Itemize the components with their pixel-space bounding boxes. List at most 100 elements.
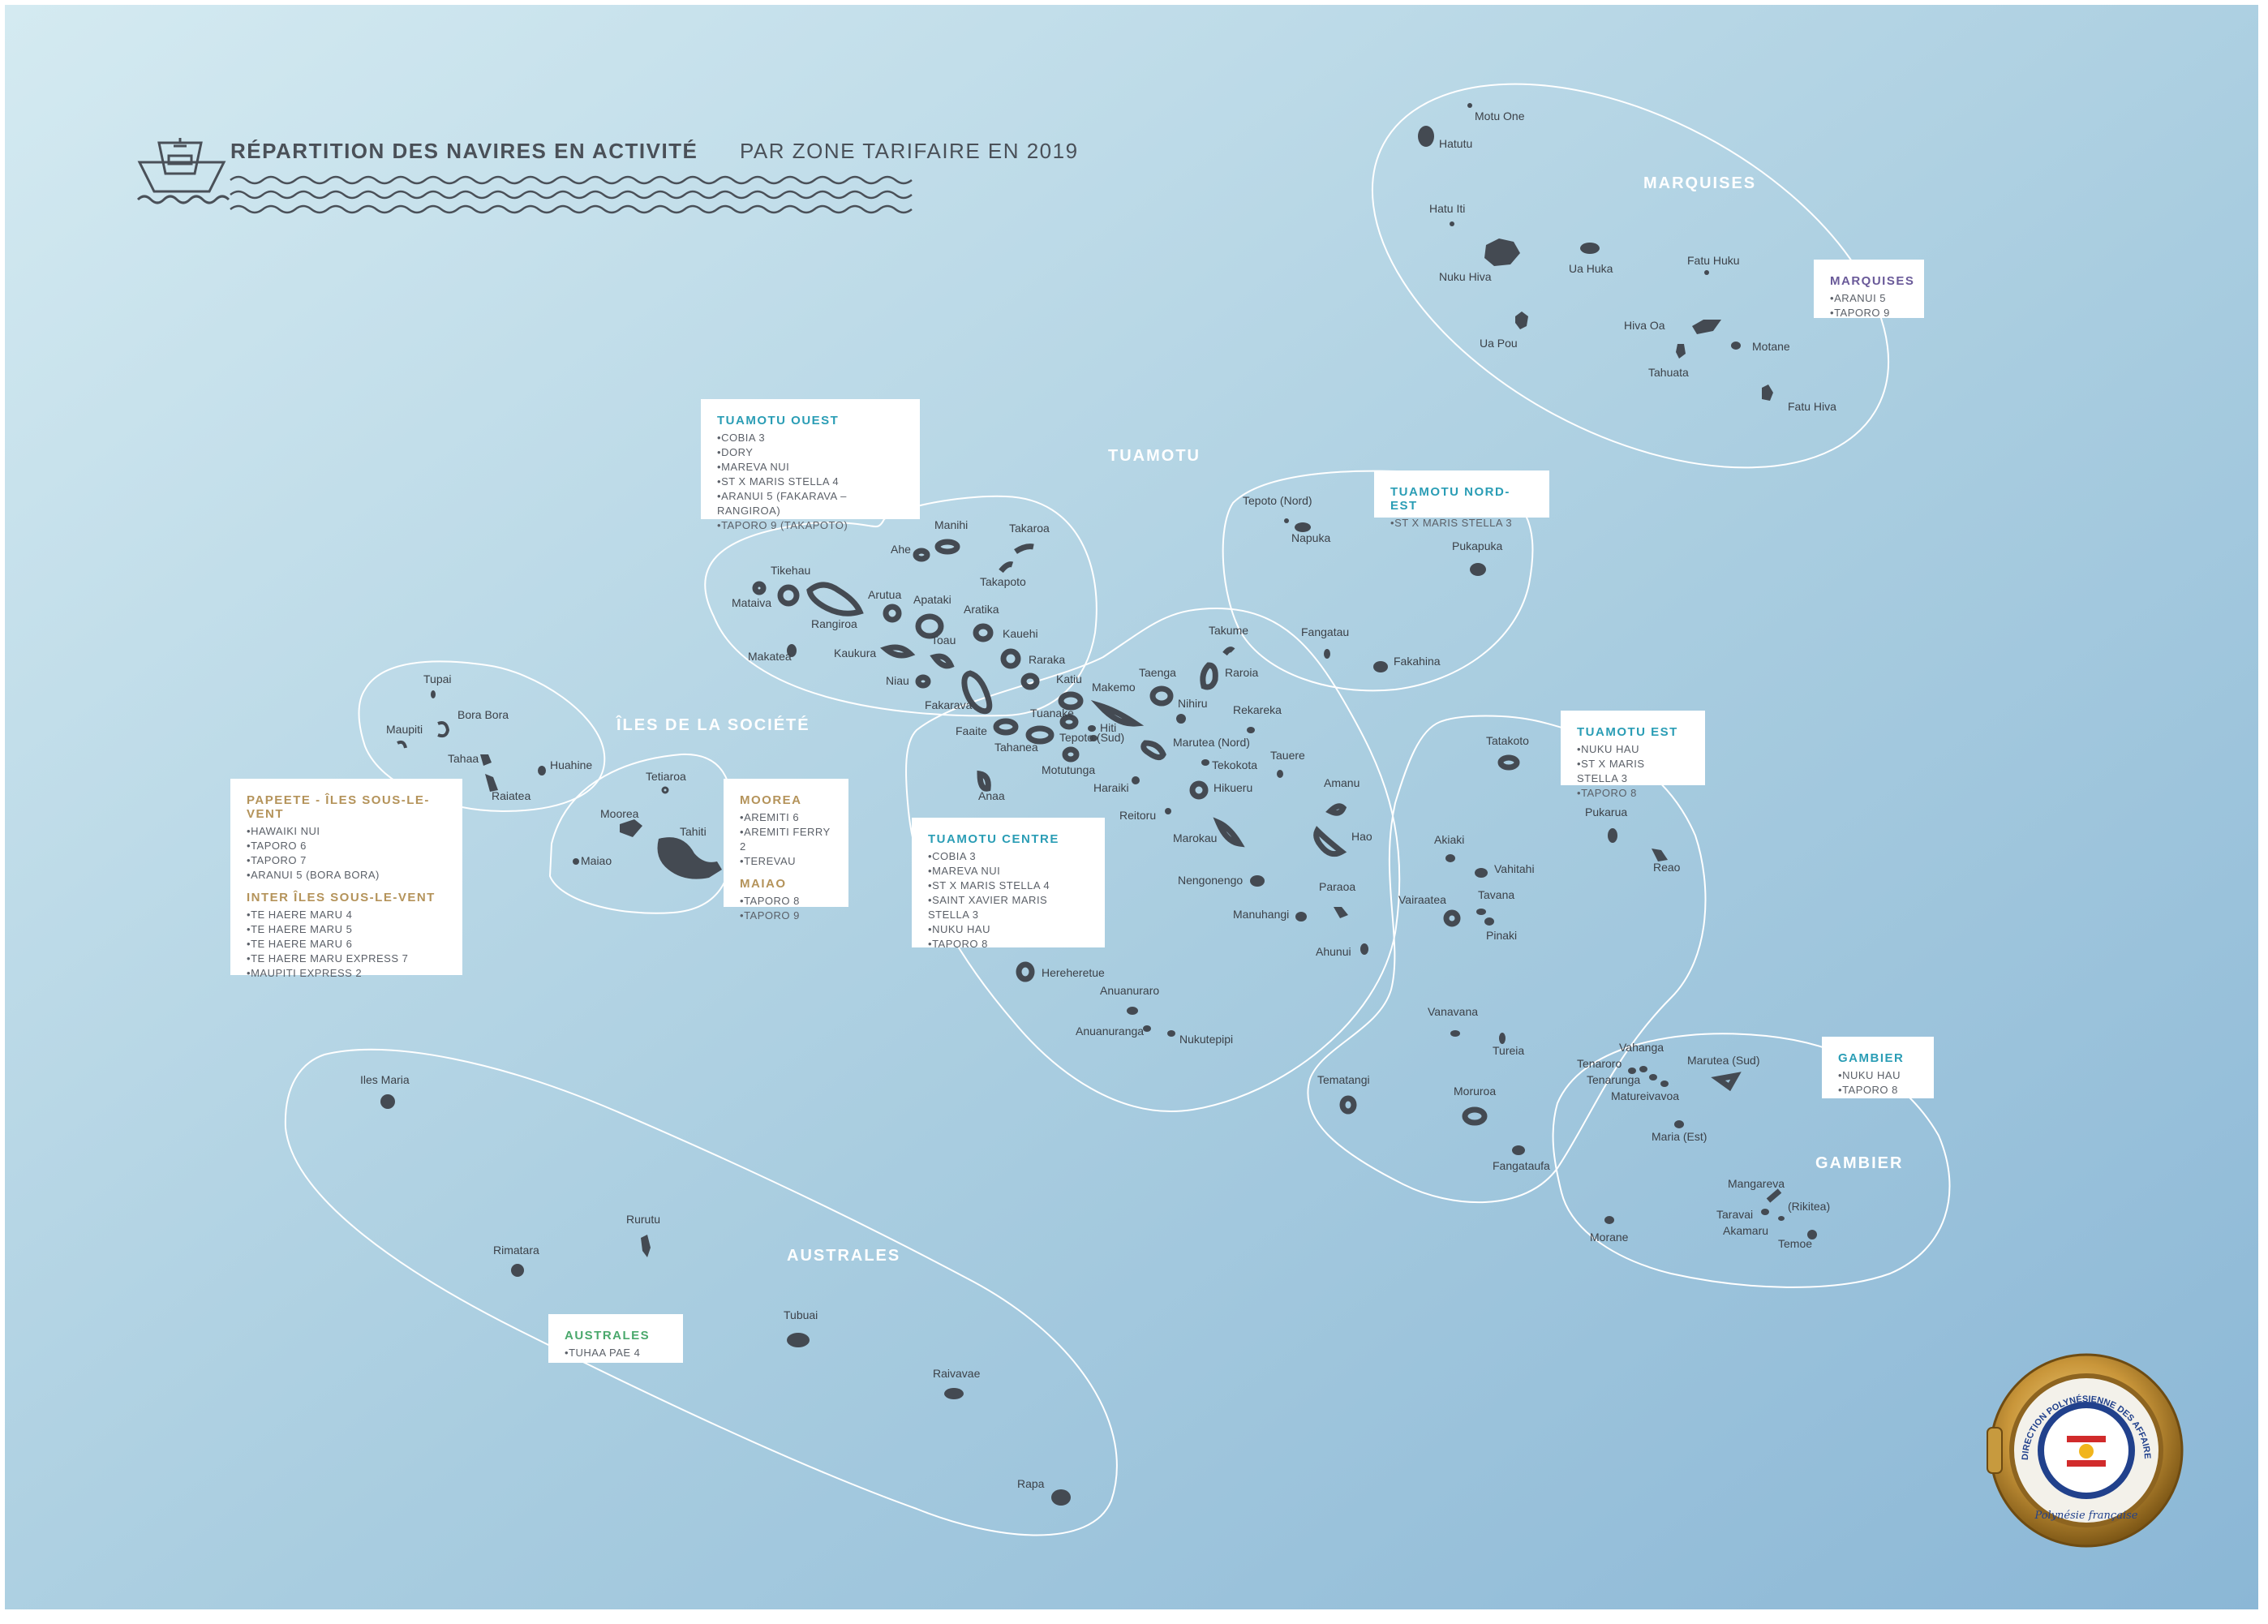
island-ua-pou bbox=[1515, 311, 1528, 329]
label-hao: Hao bbox=[1351, 830, 1372, 843]
label-pukarua: Pukarua bbox=[1585, 806, 1627, 818]
legend-item: NUKU HAU bbox=[1577, 742, 1689, 757]
label-taravai: Taravai bbox=[1716, 1208, 1753, 1221]
legend-item: TAPORO 9 bbox=[740, 909, 832, 923]
label-marutea-sud: Marutea (Sud) bbox=[1687, 1054, 1759, 1067]
islands-tuamotu-centre bbox=[977, 647, 1368, 1037]
label-katiu: Katiu bbox=[1056, 672, 1082, 685]
label-nihiru: Nihiru bbox=[1178, 697, 1208, 710]
legend-item: TAPORO 8 bbox=[1577, 786, 1689, 801]
zone-label-australes: AUSTRALES bbox=[787, 1247, 900, 1265]
legend-item: TAPORO 6 bbox=[247, 839, 446, 853]
legend-item: TAPORO 7 bbox=[247, 853, 446, 868]
island-katiu bbox=[1058, 691, 1084, 711]
label-ahe: Ahe bbox=[891, 543, 911, 556]
logo-flag-red-top bbox=[2067, 1436, 2106, 1442]
island-maiao bbox=[573, 858, 579, 865]
island-hatutu bbox=[1418, 126, 1434, 147]
island-nukutepipi bbox=[1167, 1030, 1175, 1037]
island-tahaa bbox=[480, 754, 492, 766]
label-nuku-hiva: Nuku Hiva bbox=[1439, 270, 1492, 283]
legend-item: NUKU HAU bbox=[928, 922, 1089, 937]
island-tauere bbox=[1277, 770, 1283, 778]
island-bora-bora bbox=[437, 721, 450, 738]
labels-marquises: Motu One Hatutu Hatu Iti Nuku Hiva Ua Hu… bbox=[1429, 110, 1836, 413]
island-anuanuraro bbox=[1127, 1007, 1138, 1015]
island-nuku-hiva bbox=[1484, 238, 1520, 266]
island-niau bbox=[915, 674, 931, 689]
island-huahine bbox=[538, 766, 546, 775]
label-anaa: Anaa bbox=[978, 789, 1005, 802]
island-matureivavoa bbox=[1660, 1081, 1669, 1087]
island-fatu-huku bbox=[1704, 270, 1709, 275]
legend-item: MAREVA NUI bbox=[717, 460, 904, 475]
island-ahe bbox=[913, 548, 930, 562]
island-amanu bbox=[1325, 803, 1347, 816]
legend-tuamotu-centre: TUAMOTU CENTRE COBIA 3 MAREVA NUI ST X M… bbox=[912, 818, 1105, 950]
label-matureivavoa: Matureivavoa bbox=[1611, 1089, 1679, 1102]
legend-list: TAPORO 8 TAPORO 9 bbox=[740, 894, 832, 923]
label-rimatara: Rimatara bbox=[493, 1244, 539, 1257]
island-ahunui bbox=[1360, 943, 1368, 955]
island-marutea-sud bbox=[1711, 1072, 1742, 1092]
legend-tuamotu-est: TUAMOTU EST NUKU HAU ST X MARIS STELLA 3… bbox=[1561, 711, 1705, 799]
islands-gambier bbox=[1604, 1066, 1817, 1239]
island-arutua bbox=[883, 604, 902, 623]
label-fakahina: Fakahina bbox=[1394, 655, 1441, 668]
legend-item: ST X MARIS STELLA 4 bbox=[717, 475, 904, 489]
label-tenaroro: Tenaroro bbox=[1577, 1057, 1622, 1070]
island-hiva-oa bbox=[1692, 320, 1721, 334]
label-tetiaroa: Tetiaroa bbox=[646, 770, 686, 783]
label-nengonengo: Nengonengo bbox=[1178, 874, 1243, 887]
label-hatutu: Hatutu bbox=[1439, 137, 1472, 150]
island-motutunga bbox=[1062, 746, 1080, 763]
label-anuanurunga: Anuanuranga bbox=[1076, 1025, 1144, 1038]
islands-societe bbox=[397, 690, 722, 879]
label-tubuai: Tubuai bbox=[784, 1308, 818, 1321]
label-raiatea: Raiatea bbox=[492, 789, 530, 802]
legend-title: PAPEETE - ÎLES SOUS-LE-VENT bbox=[247, 793, 430, 821]
legend-title: MARQUISES bbox=[1830, 274, 1915, 288]
island-motane bbox=[1731, 342, 1741, 350]
logo-hinge bbox=[1987, 1427, 2003, 1474]
label-hiva-oa: Hiva Oa bbox=[1624, 319, 1665, 332]
legend-item: SAINT XAVIER MARIS STELLA 3 bbox=[928, 893, 1089, 922]
outline-gambier bbox=[1552, 1033, 1951, 1288]
legend-item: TAPORO 9 (TAKAPOTO) bbox=[717, 518, 904, 533]
island-fatu-hiva bbox=[1762, 385, 1773, 401]
label-maiao: Maiao bbox=[581, 854, 612, 867]
island-anuanurunga bbox=[1143, 1025, 1151, 1032]
legend-title: TUAMOTU CENTRE bbox=[928, 832, 1059, 846]
island-faaite bbox=[993, 718, 1019, 736]
island-tavana bbox=[1476, 909, 1486, 915]
label-akiaki: Akiaki bbox=[1434, 833, 1464, 846]
legend-tuamotu-nord-est: TUAMOTU NORD-EST ST X MARIS STELLA 3 bbox=[1374, 470, 1549, 529]
legend-item: TEREVAU bbox=[740, 854, 832, 869]
label-fatu-huku: Fatu Huku bbox=[1687, 254, 1740, 267]
label-nukutepipi: Nukutepipi bbox=[1179, 1033, 1233, 1046]
island-tepoto-nord bbox=[1284, 518, 1289, 523]
label-rekareka: Rekareka bbox=[1233, 703, 1282, 716]
label-tavana: Tavana bbox=[1478, 888, 1514, 901]
island-rimatara bbox=[511, 1264, 524, 1277]
label-hiti: Hiti bbox=[1100, 721, 1116, 734]
label-paraoa: Paraoa bbox=[1319, 880, 1355, 893]
island-fakarava bbox=[961, 670, 993, 715]
legend-item: ARANUI 5 (BORA BORA) bbox=[247, 868, 446, 883]
legend-title: AUSTRALES bbox=[565, 1329, 651, 1343]
label-vanavana: Vanavana bbox=[1428, 1005, 1478, 1018]
island-apataki bbox=[915, 613, 944, 639]
island-hereheretue bbox=[1016, 961, 1035, 982]
island-tahanea bbox=[1025, 725, 1055, 745]
label-takaroa: Takaroa bbox=[1009, 522, 1050, 535]
island-hiti bbox=[1088, 725, 1096, 732]
island-mangareva bbox=[1766, 1188, 1782, 1203]
legend-list: TUHAA PAE 4 bbox=[565, 1346, 667, 1360]
island-tureia bbox=[1499, 1033, 1506, 1044]
label-tematangi: Tematangi bbox=[1317, 1073, 1370, 1086]
island-raroia bbox=[1200, 662, 1218, 690]
label-marokau: Marokau bbox=[1173, 831, 1217, 844]
legend-title: TUAMOTU NORD-EST bbox=[1390, 485, 1510, 513]
label-ua-pou: Ua Pou bbox=[1480, 337, 1518, 350]
label-takume: Takume bbox=[1209, 624, 1248, 637]
